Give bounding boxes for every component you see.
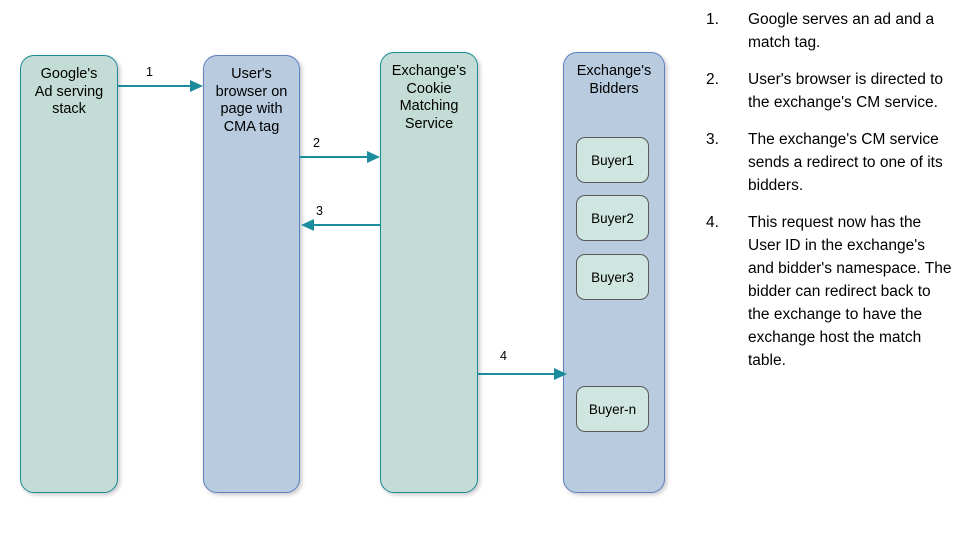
buyer-box-n[interactable]: Buyer-n [576,386,649,432]
node-user-browser[interactable]: User's browser on page with CMA tag [203,55,300,493]
buyer-box-2[interactable]: Buyer2 [576,195,649,241]
arrow-1-line [118,85,192,87]
node-exchange-bidders[interactable]: Exchange's Bidders Buyer1 Buyer2 Buyer3 … [563,52,665,493]
legend-item-3-number: 3. [706,131,719,148]
node-browser-label: User's browser on page with CMA tag [215,66,288,135]
flow-diagram-canvas: Google's Ad serving stack User's browser… [20,52,665,493]
arrow-4-label: 4 [500,349,507,363]
arrow-1-label: 1 [146,65,153,79]
node-bidders-label: Exchange's Bidders [576,63,652,97]
arrow-3-label: 3 [316,204,323,218]
legend-item-4: 4. This request now has the User ID in t… [706,211,954,372]
legend-item-2: 2. User's browser is directed to the exc… [706,68,954,114]
arrow-3-head-icon [301,218,314,231]
arrow-4-head-icon [554,367,567,380]
arrow-1-head-icon [190,79,203,92]
arrow-2-label: 2 [313,136,320,150]
node-google-label: Google's Ad serving stack [34,66,104,117]
legend-item-1: 1. Google serves an ad and a match tag. [706,8,954,54]
buyer-box-3[interactable]: Buyer3 [576,254,649,300]
node-google-ad-serving-stack[interactable]: Google's Ad serving stack [20,55,118,493]
legend-item-4-text: This request now has the User ID in the … [748,214,952,369]
arrow-3-line [311,224,380,226]
numbered-steps-legend: 1. Google serves an ad and a match tag. … [706,8,954,386]
legend-item-1-number: 1. [706,11,719,28]
node-cms-label: Exchange's Cookie Matching Service [391,63,467,132]
node-exchange-cookie-matching-service[interactable]: Exchange's Cookie Matching Service [380,52,478,493]
legend-item-2-text: User's browser is directed to the exchan… [748,71,944,111]
arrow-2-line [300,156,369,158]
buyer-box-1[interactable]: Buyer1 [576,137,649,183]
legend-item-3-text: The exchange's CM service sends a redire… [748,131,943,194]
legend-item-4-number: 4. [706,214,719,231]
legend-item-2-number: 2. [706,71,719,88]
arrow-4-line [478,373,556,375]
legend-item-1-text: Google serves an ad and a match tag. [748,11,935,51]
arrow-2-head-icon [367,150,380,163]
legend-item-3: 3. The exchange's CM service sends a red… [706,128,954,197]
